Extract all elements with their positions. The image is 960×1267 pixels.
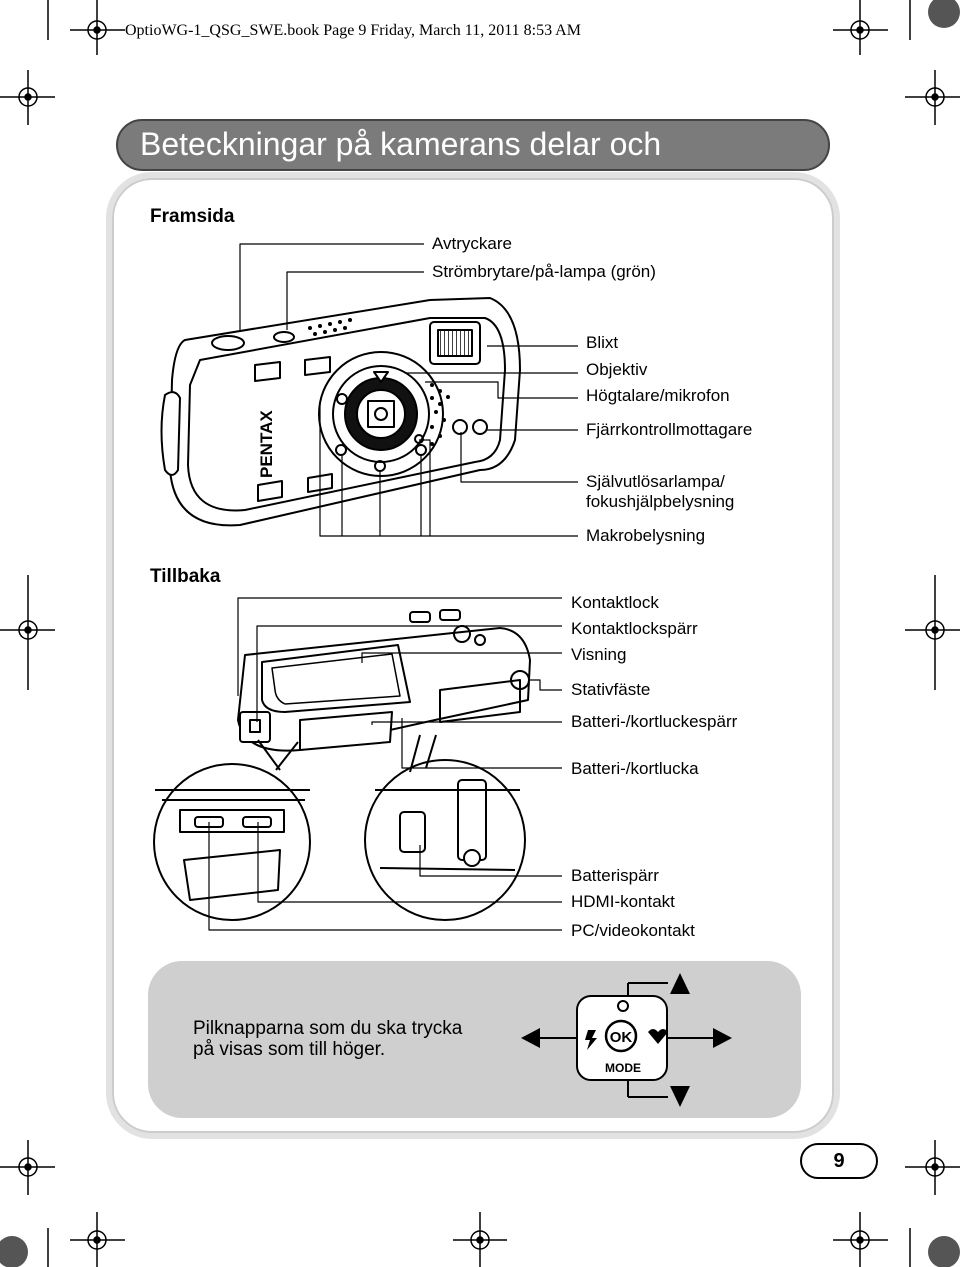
label-macro: Makrobelysning xyxy=(586,526,706,545)
registration-mark-icon xyxy=(0,1140,55,1195)
label-lens: Objektiv xyxy=(586,360,648,379)
registration-mark-icon xyxy=(905,1140,960,1195)
front-heading: Framsida xyxy=(150,206,235,227)
brand-logo: PENTAX xyxy=(257,410,276,478)
note-box xyxy=(148,961,801,1118)
label-shutter: Avtryckare xyxy=(432,234,512,253)
corner-sunburst-icon xyxy=(0,1236,28,1267)
detail-circle-right xyxy=(364,734,526,921)
page-number: 9 xyxy=(800,1143,878,1179)
registration-mark-icon xyxy=(453,1212,507,1267)
label-tripod: Stativfäste xyxy=(571,680,651,699)
label-pcvideo: PC/videokontakt xyxy=(571,921,695,940)
ok-button xyxy=(604,1019,638,1053)
registration-mark-icon xyxy=(833,0,888,55)
title-bar xyxy=(116,119,830,171)
label-remote: Fjärrkontrollmottagare xyxy=(586,420,753,439)
book-header-line: OptioWG-1_QSG_SWE.book Page 9 Friday, Ma… xyxy=(125,22,581,39)
front-camera-drawing: PENTAX xyxy=(160,297,521,527)
corner-sunburst-icon xyxy=(928,0,960,28)
ok-label: OK xyxy=(610,1029,633,1046)
label-hdmi: HDMI-kontakt xyxy=(571,892,675,911)
arrow-up-icon xyxy=(670,973,690,994)
label-lock-latch: Kontaktlockspärr xyxy=(571,619,698,638)
corner-sunburst-icon xyxy=(928,1236,960,1267)
arrow-down-icon xyxy=(670,1086,690,1107)
registration-mark-icon xyxy=(0,70,55,125)
label-battery-cover: Batteri-/kortlucka xyxy=(571,759,699,778)
label-flash: Blixt xyxy=(586,333,619,352)
label-display: Visning xyxy=(571,645,627,664)
label-selftimer-1: Självutlösarlampa/ xyxy=(586,472,725,491)
macro-flower-icon xyxy=(648,1029,668,1044)
registration-mark-icon xyxy=(833,1212,888,1267)
registration-mark-icon xyxy=(70,1212,125,1267)
registration-mark-icon xyxy=(905,70,960,125)
arrow-right-icon xyxy=(713,1028,732,1048)
label-battery-lock: Batterispärr xyxy=(571,866,659,885)
label-power: Strömbrytare/på-lampa (grön) xyxy=(432,262,656,281)
label-selftimer-2: fokushjälpbelysning xyxy=(586,492,735,511)
detail-circle-left xyxy=(153,739,311,921)
flash-icon xyxy=(585,1030,597,1050)
self-timer-icon xyxy=(617,1000,629,1012)
mode-label: MODE xyxy=(605,1061,641,1075)
note-line-1: Pilknapparna som du ska trycka xyxy=(193,1018,463,1039)
registration-mark-icon xyxy=(0,575,55,690)
back-heading: Tillbaka xyxy=(150,566,221,587)
label-lock: Kontaktlock xyxy=(571,593,659,612)
note-text: Pilknapparna som du ska trycka på visas … xyxy=(193,1018,462,1060)
registration-mark-icon xyxy=(905,575,960,690)
label-battery-latch: Batteri-/kortluckespärr xyxy=(571,712,738,731)
page-title: Beteckningar på kamerans delar och xyxy=(140,126,662,162)
arrow-left-icon xyxy=(521,1028,540,1048)
label-speaker: Högtalare/mikrofon xyxy=(586,386,730,405)
note-line-2: på visas som till höger. xyxy=(193,1039,386,1060)
registration-mark-icon xyxy=(70,0,125,55)
